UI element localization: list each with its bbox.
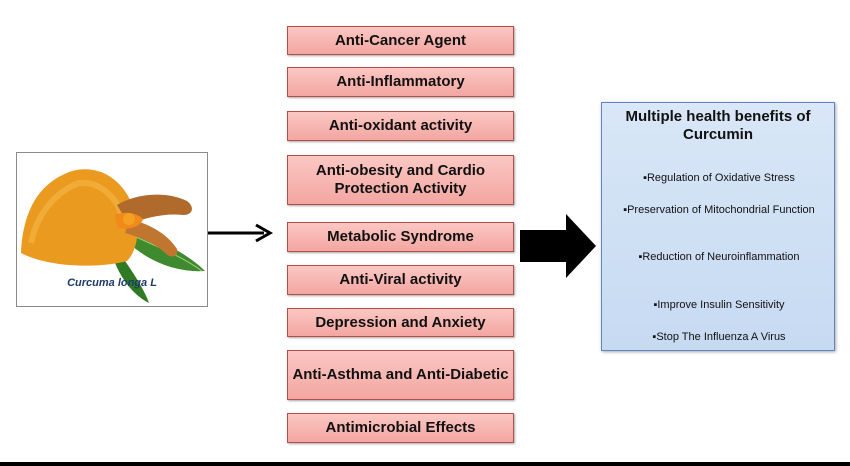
benefit-box: Antimicrobial Effects (287, 413, 514, 443)
panel-title: Multiple health benefits of Curcumin (625, 108, 811, 143)
benefit-box: Depression and Anxiety (287, 308, 514, 337)
benefit-box: Anti-Inflammatory (287, 67, 514, 97)
root-cross-section (123, 213, 135, 225)
benefit-box: Anti-oxidant activity (287, 111, 514, 141)
benefit-box: Anti-obesity and Cardio Protection Activ… (287, 155, 514, 205)
benefit-box: Anti-Asthma and Anti-Diabetic (287, 350, 514, 400)
health-benefits-panel: Multiple health benefits of Curcumin ▪Re… (601, 102, 835, 351)
turmeric-illustration (21, 169, 205, 303)
panel-item: ▪Reduction of Neuroinflammation (638, 251, 800, 263)
image-caption: Curcuma longa L (67, 277, 157, 289)
turmeric-root (125, 219, 178, 257)
large-arrow-right-icon (520, 214, 596, 278)
benefit-box: Anti-Viral activity (287, 265, 514, 295)
panel-item: ▪Stop The Influenza A Virus (652, 331, 786, 343)
arrow-right-icon (208, 223, 274, 243)
curcuma-image-box: Curcuma longa L (16, 152, 208, 307)
powder-highlight (28, 179, 124, 244)
panel-item: ▪Regulation of Oxidative Stress (643, 172, 795, 184)
panel-item: ▪Improve Insulin Sensitivity (653, 299, 785, 311)
benefit-box: Anti-Cancer Agent (287, 26, 514, 55)
benefit-box: Metabolic Syndrome (287, 222, 514, 252)
panel-item: ▪Preservation of Mitochondrial Function (623, 204, 815, 216)
